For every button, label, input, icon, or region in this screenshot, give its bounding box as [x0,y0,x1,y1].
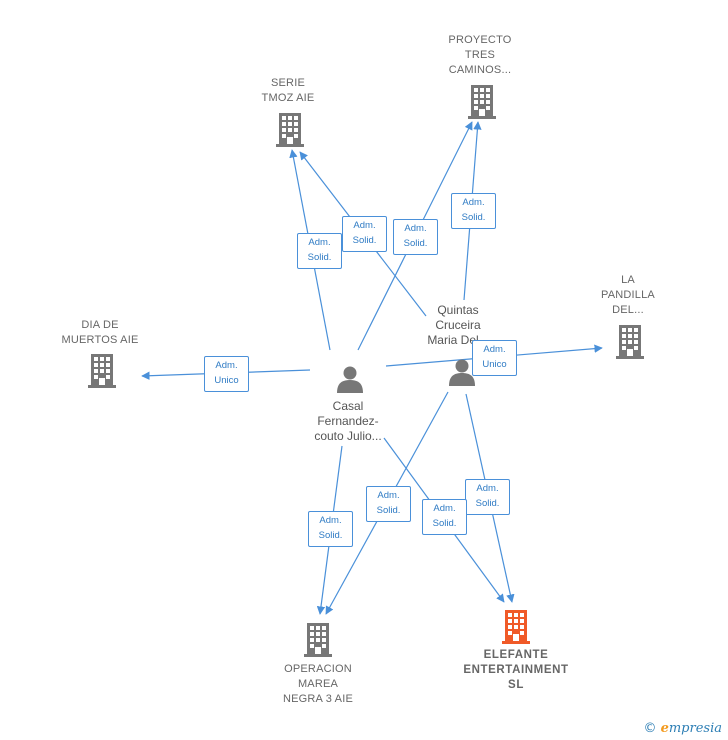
edge-label-line: Solid. [376,505,401,516]
edge-label-line: Adm. [462,197,485,208]
node-label-line: DEL... [612,304,644,316]
node-label-line: SERIE [270,77,305,89]
building-icon[interactable] [502,610,530,644]
node-label-line: OPERACION [284,663,352,675]
building-icon[interactable] [304,623,332,657]
edge-label[interactable]: Adm. Solid. [393,219,438,255]
person-label-line: Casal [332,399,364,413]
building-icon[interactable] [88,354,116,388]
edge-label[interactable]: Adm. Solid. [366,486,411,522]
edge-label[interactable]: Adm. Solid. [308,511,353,547]
edge-label-line: Solid. [403,238,428,249]
edge-label-line: Adm. [308,237,331,248]
copyright-symbol: © [643,721,657,736]
person-icon[interactable] [337,366,363,394]
brand-initial: e [660,721,669,736]
node-label-line: DIA DE [81,319,119,331]
building-icon[interactable] [276,113,304,147]
edge-label-line: Adm. [404,223,427,234]
node-label-line: MUERTOS AIE [61,334,139,346]
node-proyecto-tres-caminos[interactable]: PROYECTO TRES CAMINOS... [430,33,530,78]
edge-label-line: Adm. [215,360,238,371]
node-operacion-marea[interactable]: OPERACION MAREA NEGRA 3 AIE [258,662,378,707]
edge-label-line: Solid. [318,530,343,541]
brand-name: mpresia [668,721,722,736]
person-label-line: Fernandez- [317,414,379,428]
edge-label-line: Unico [214,375,239,386]
building-icon[interactable] [616,325,644,359]
edge-label[interactable]: Adm. Solid. [465,479,510,515]
node-label-line: TRES [464,49,496,61]
node-label-line: SL [508,679,524,691]
edge-label-line: Adm. [433,503,456,514]
edge-label-line: Adm. [319,515,342,526]
node-label-line: CAMINOS... [448,64,512,76]
node-label-line: LA [621,274,635,286]
person-label-line: couto Julio... [314,429,382,443]
edge-label[interactable]: Adm. Solid. [342,216,387,252]
edge-label-line: Solid. [352,235,377,246]
node-label-line: TMOZ AIE [261,92,315,104]
node-serie-tmoz[interactable]: SERIE TMOZ AIE [238,76,338,106]
edge-label[interactable]: Adm. Unico [472,340,517,376]
node-label-line: NEGRA 3 AIE [282,693,354,705]
node-la-pandilla[interactable]: LA PANDILLA DEL... [578,273,678,318]
edge-label[interactable]: Adm. Solid. [297,233,342,269]
edge-label[interactable]: Adm. Solid. [451,193,496,229]
person-casal[interactable]: Casal Fernandez- couto Julio... [298,399,398,444]
building-icon[interactable] [468,85,496,119]
node-label-line: PROYECTO [448,34,512,46]
edge-label-line: Solid. [432,518,457,529]
node-elefante-entertainment[interactable]: ELEFANTE ENTERTAINMENT SL [446,648,586,693]
edge-label-line: Adm. [483,344,506,355]
edge-label-line: Solid. [475,498,500,509]
edge-label-line: Solid. [307,252,332,263]
edge-label[interactable]: Adm. Unico [204,356,249,392]
empresia-logo[interactable]: © empresia [643,721,722,736]
node-label-line: MAREA [297,678,339,690]
edge-label[interactable]: Adm. Solid. [422,499,467,535]
person-label-line: Quintas [437,303,479,317]
edge-label-line: Unico [482,359,507,370]
person-label-line: Cruceira [435,318,481,332]
edge-label-line: Adm. [476,483,499,494]
edge-label-line: Adm. [377,490,400,501]
edge-label-line: Solid. [461,212,486,223]
node-label-line: ELEFANTE [483,649,549,661]
edge-label-line: Adm. [353,220,376,231]
node-label-line: ENTERTAINMENT [463,664,569,676]
node-label-line: PANDILLA [601,289,655,301]
node-dia-de-muertos[interactable]: DIA DE MUERTOS AIE [40,318,160,348]
